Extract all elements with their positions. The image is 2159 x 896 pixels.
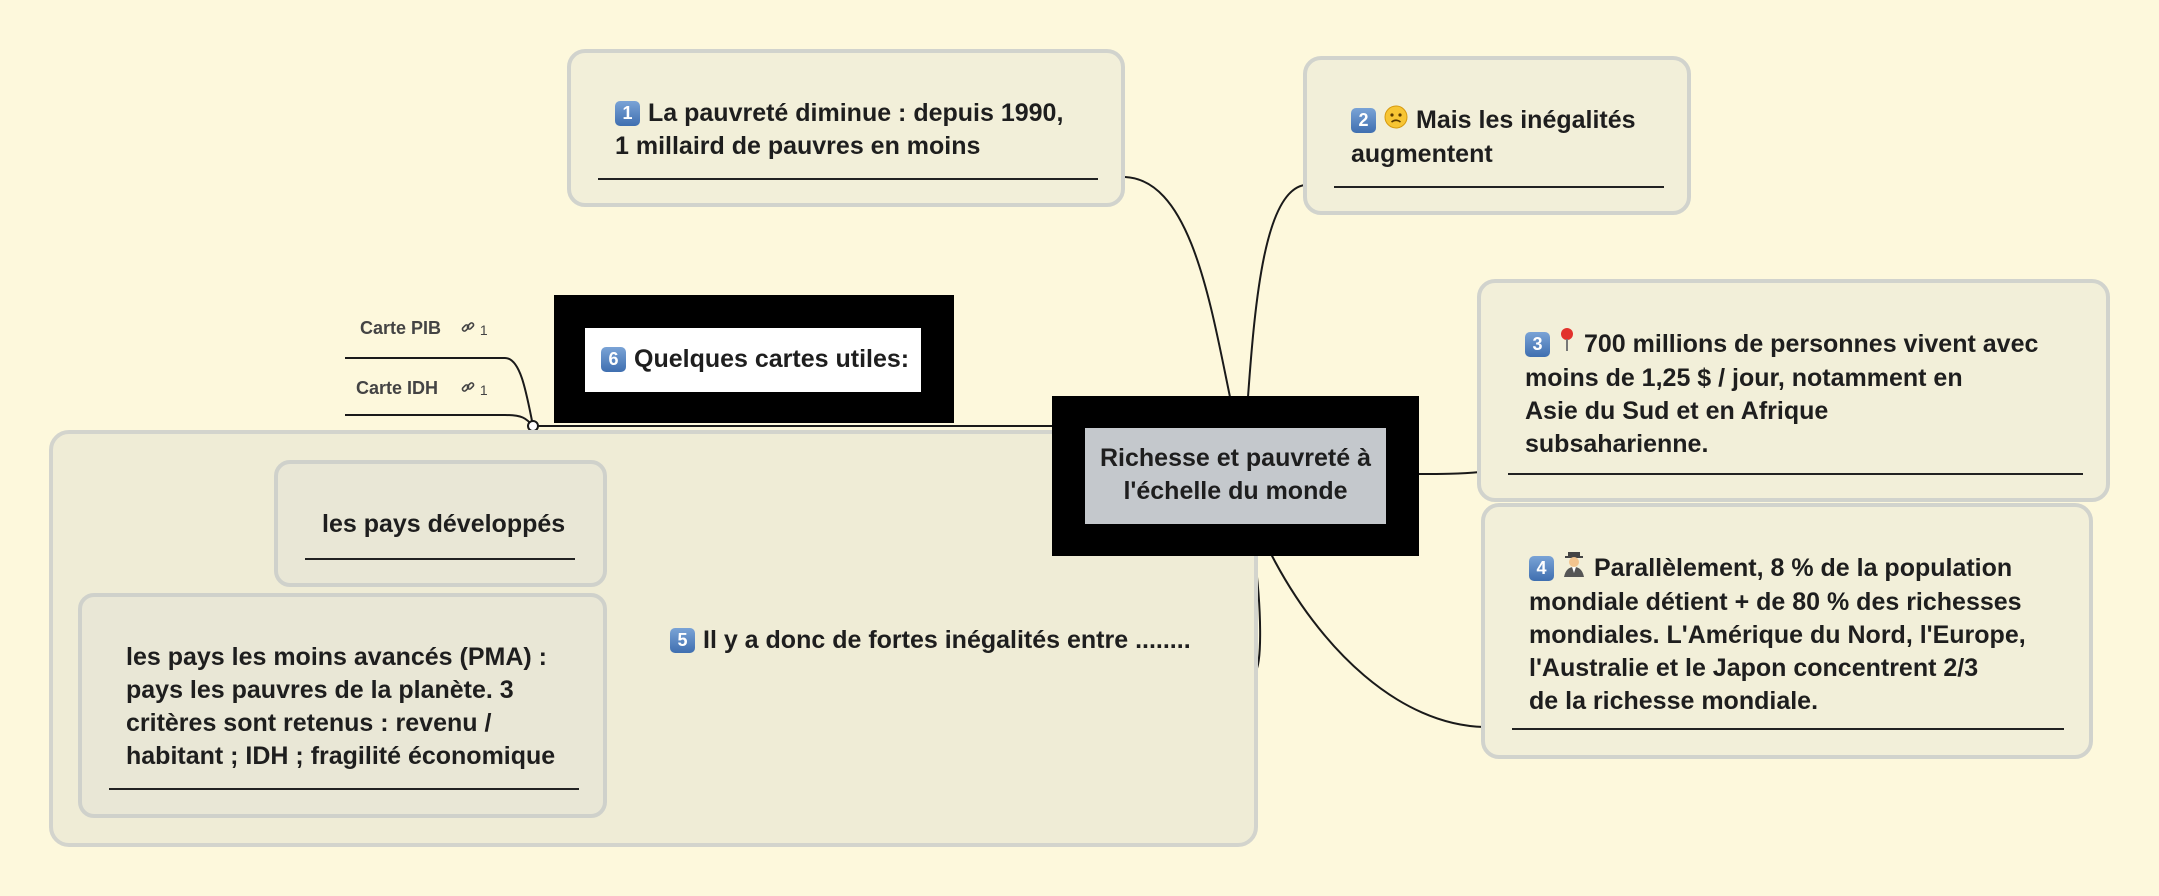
link-central-b4	[1269, 551, 1485, 728]
branch-5-child-pma[interactable]: les pays les moins avancés (PMA) : pays …	[78, 593, 607, 818]
man-in-suit-icon	[1562, 551, 1586, 586]
link-central-b2	[1247, 184, 1306, 398]
leaf-carte-pib[interactable]: Carte PIB	[360, 318, 442, 338]
carte-idh-link-icon[interactable]: 1	[460, 379, 488, 398]
number-6-badge: 6	[601, 347, 626, 372]
link-b6-idh	[345, 414, 534, 427]
central-topic-label: Richesse et pauvreté à l'échelle du mond…	[1100, 444, 1371, 505]
branch-5-child-developed[interactable]: les pays développés	[274, 460, 607, 587]
child-developed-text: les pays développés	[322, 510, 566, 538]
link-b6-pib	[345, 357, 534, 427]
worried-face-icon	[1384, 105, 1408, 138]
number-1-badge: 1	[615, 101, 640, 126]
number-5-badge: 5	[670, 628, 695, 653]
carte-pib-link-icon[interactable]: 1	[460, 319, 488, 338]
child-pma-text: les pays les moins avancés (PMA) : pays …	[126, 643, 556, 770]
pin-icon	[1558, 327, 1576, 362]
link-central-b1	[1124, 176, 1231, 398]
number-3-badge: 3	[1525, 332, 1550, 357]
number-4-badge: 4	[1529, 556, 1554, 581]
number-2-badge: 2	[1351, 108, 1376, 133]
central-topic-core: Richesse et pauvreté à l'échelle du mond…	[1085, 428, 1386, 524]
central-topic[interactable]: Richesse et pauvreté à l'échelle du mond…	[1052, 396, 1419, 556]
link-central-b3	[1416, 471, 1481, 475]
leaf-carte-idh[interactable]: Carte IDH	[356, 378, 439, 398]
